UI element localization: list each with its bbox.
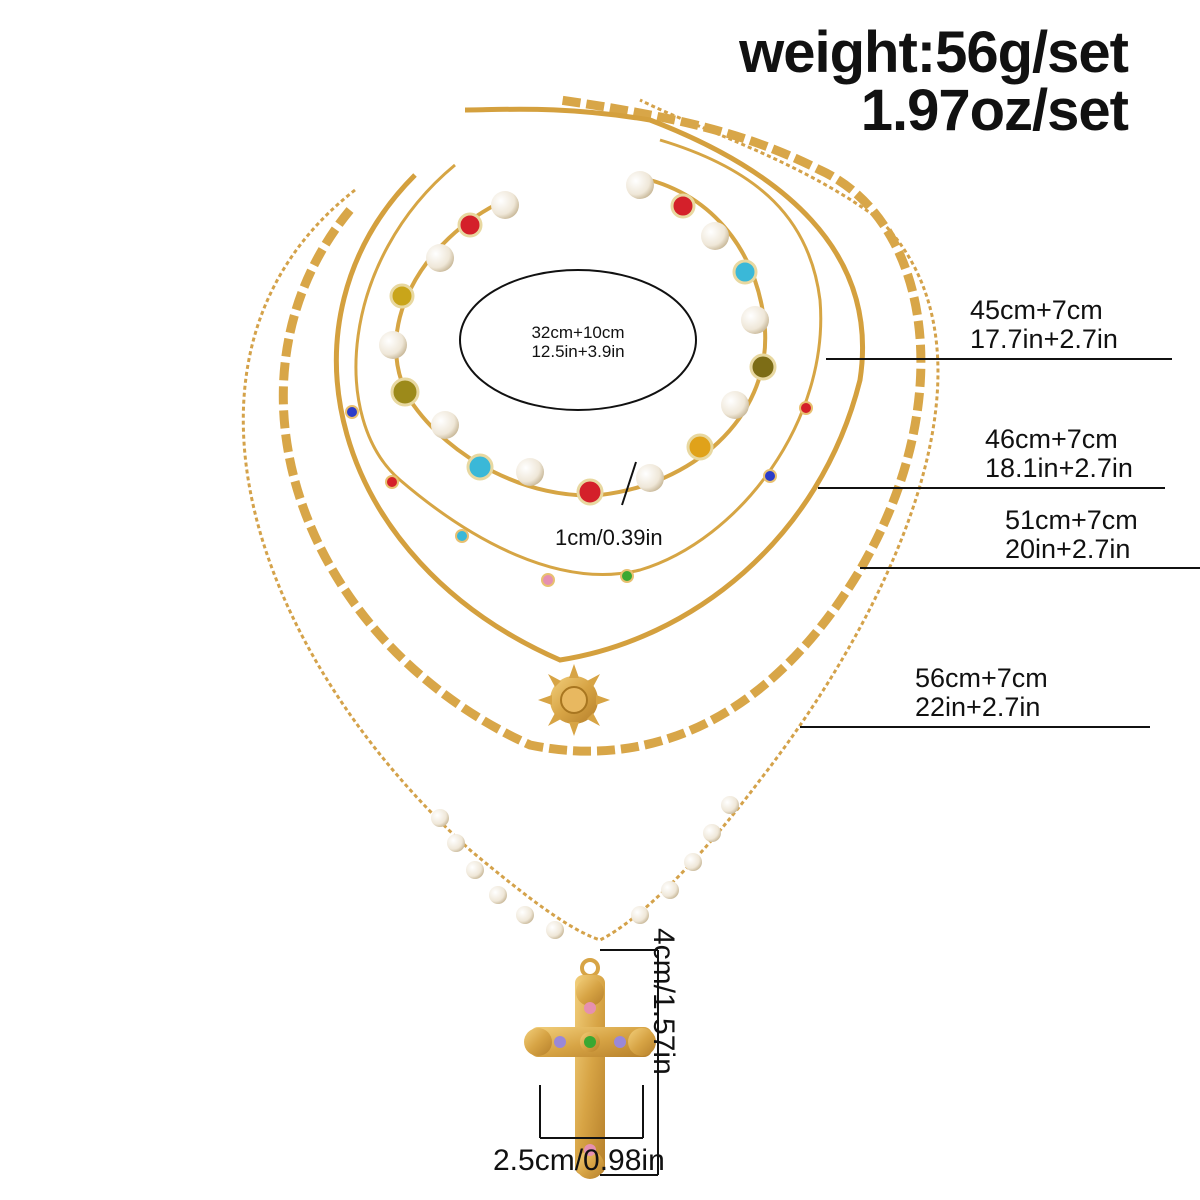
- necklace-51-label: 51cm+7cm 20in+2.7in: [1005, 506, 1138, 564]
- necklace-45-label: 45cm+7cm 17.7in+2.7in: [970, 296, 1118, 354]
- necklace-51cm-chain: [278, 95, 926, 756]
- cross-pendant: [524, 958, 656, 1179]
- necklace-46-cm: 46cm+7cm: [985, 424, 1118, 454]
- bracelet-pearls: [379, 171, 769, 492]
- necklace-45-cm: 45cm+7cm: [970, 295, 1103, 325]
- weight-label: weight:56g/set 1.97oz/set: [739, 20, 1129, 143]
- bracelet-length: 32cm+10cm 12.5in+3.9in: [503, 323, 653, 361]
- necklace-46cm-chain: [333, 106, 865, 663]
- bracelet-gems: [389, 193, 777, 506]
- pendant-height: 4cm/1.57in: [647, 928, 680, 1075]
- necklace-45-in: 17.7in+2.7in: [970, 324, 1118, 354]
- necklace-45cm-chain: [354, 138, 823, 576]
- necklace-51-in: 20in+2.7in: [1005, 534, 1131, 564]
- necklace-46-in: 18.1in+2.7in: [985, 453, 1133, 483]
- necklace-46-label: 46cm+7cm 18.1in+2.7in: [985, 425, 1133, 483]
- bracelet-length-cm: 32cm+10cm: [531, 323, 625, 342]
- long-chain-pearls: [431, 796, 739, 939]
- measure-lines: [459, 269, 1200, 1176]
- necklace-56cm-chain: [241, 98, 940, 942]
- weight-ounces: 1.97oz/set: [860, 78, 1129, 143]
- pendant-width: 2.5cm/0.98in: [493, 1144, 665, 1177]
- necklace-56-cm: 56cm+7cm: [915, 663, 1048, 693]
- station-gems: [345, 401, 813, 587]
- weight-grams: weight:56g/set: [739, 20, 1129, 85]
- necklace-56-label: 56cm+7cm 22in+2.7in: [915, 664, 1048, 722]
- bracelet-length-in: 12.5in+3.9in: [531, 342, 625, 361]
- bracelet-bead-size: 1cm/0.39in: [555, 525, 663, 550]
- necklace-56-in: 22in+2.7in: [915, 692, 1041, 722]
- necklace-51-cm: 51cm+7cm: [1005, 505, 1138, 535]
- sun-pendant: [538, 664, 610, 736]
